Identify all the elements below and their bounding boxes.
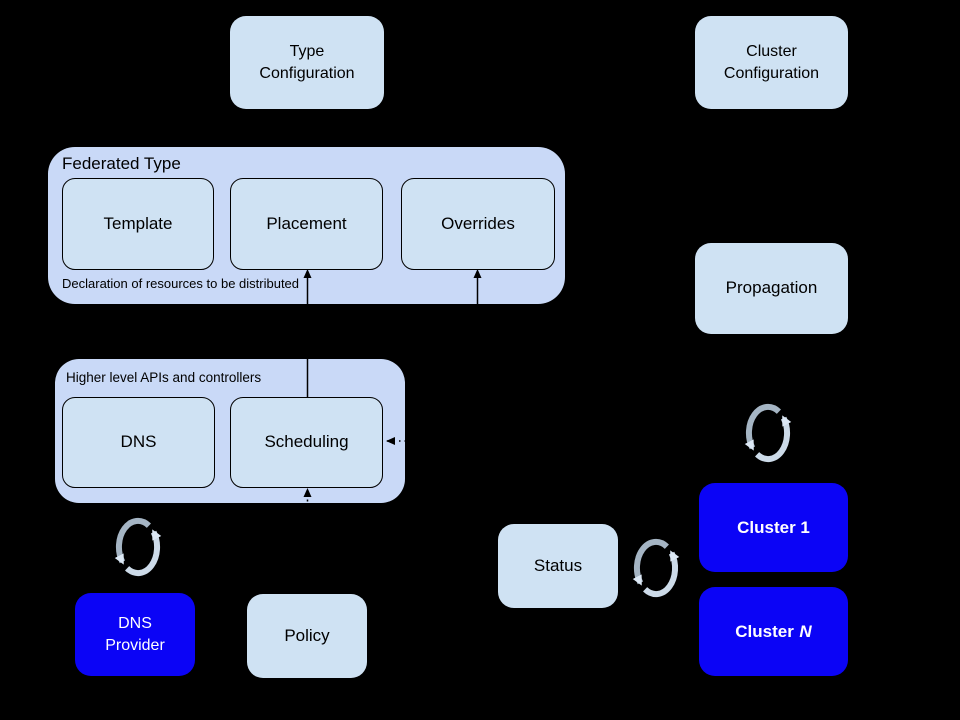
node-template: Template	[62, 178, 214, 270]
group-higher-apis: Higher level APIs and controllers DNS Sc…	[55, 359, 405, 503]
node-scheduling: Scheduling	[230, 397, 383, 488]
group-caption: Declaration of resources to be distribut…	[62, 276, 300, 291]
node-overrides: Overrides	[401, 178, 555, 270]
node-propagation: Propagation	[695, 243, 848, 334]
sync-icon	[632, 538, 680, 598]
node-policy: Policy	[247, 594, 367, 678]
sync-icon	[114, 517, 162, 577]
group-title: Higher level APIs and controllers	[66, 370, 262, 385]
group-federated-type: Federated Type Template Placement Overri…	[48, 147, 565, 304]
node-label: Cluster 1	[737, 517, 810, 537]
node-type-configuration: Type Configuration	[230, 16, 384, 109]
node-dns-provider: DNS Provider	[75, 593, 195, 676]
node-dns: DNS	[62, 397, 215, 488]
node-cluster-configuration: Cluster Configuration	[695, 16, 848, 109]
group-title: Federated Type	[62, 154, 181, 173]
node-status: Status	[498, 524, 618, 608]
node-cluster-n: Cluster N	[699, 587, 848, 676]
node-placement: Placement	[230, 178, 383, 270]
node-label: Cluster N	[735, 621, 812, 641]
sync-icon	[744, 403, 792, 463]
node-cluster-1: Cluster 1	[699, 483, 848, 572]
